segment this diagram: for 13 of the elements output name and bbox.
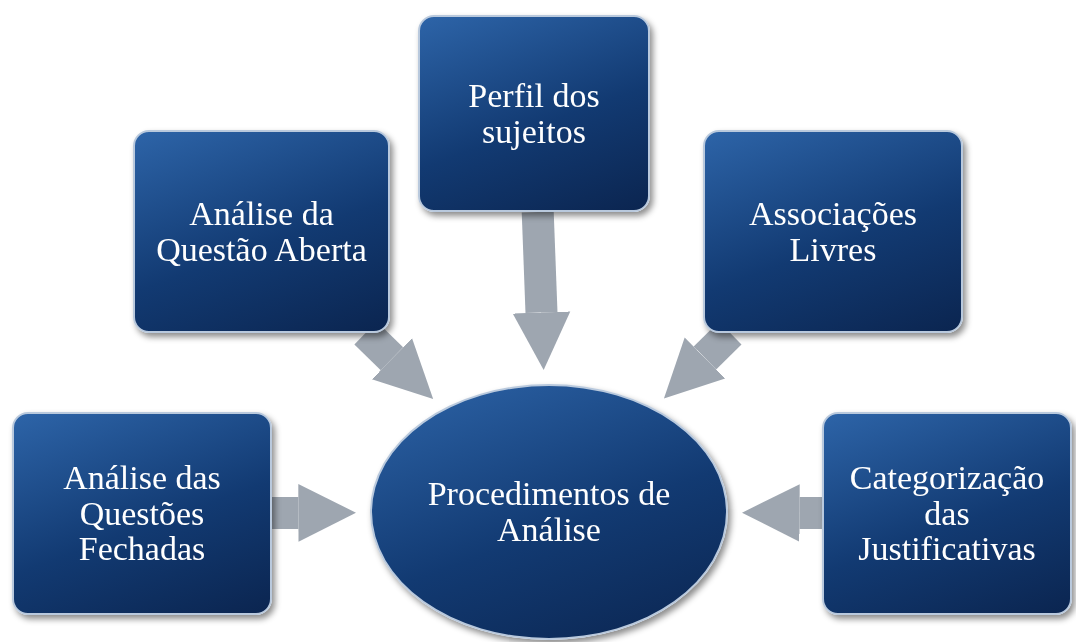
process-box — [703, 130, 963, 333]
node-label: Procedimentos de Análise — [426, 476, 672, 548]
node-label: Análise das Questões Fechadas — [62, 459, 222, 568]
node-label: Análise da Questão Aberta — [155, 195, 368, 268]
block-arrow — [271, 484, 356, 542]
node-label: Perfil dos sujeitos — [467, 77, 601, 150]
process-box — [133, 130, 390, 333]
process-box — [822, 412, 1072, 615]
node-label: Categorização das Justificativas — [848, 459, 1046, 568]
process-box — [418, 15, 650, 212]
node-label: Associações Livres — [747, 195, 919, 268]
process-box — [12, 412, 272, 615]
block-arrow — [512, 211, 571, 371]
